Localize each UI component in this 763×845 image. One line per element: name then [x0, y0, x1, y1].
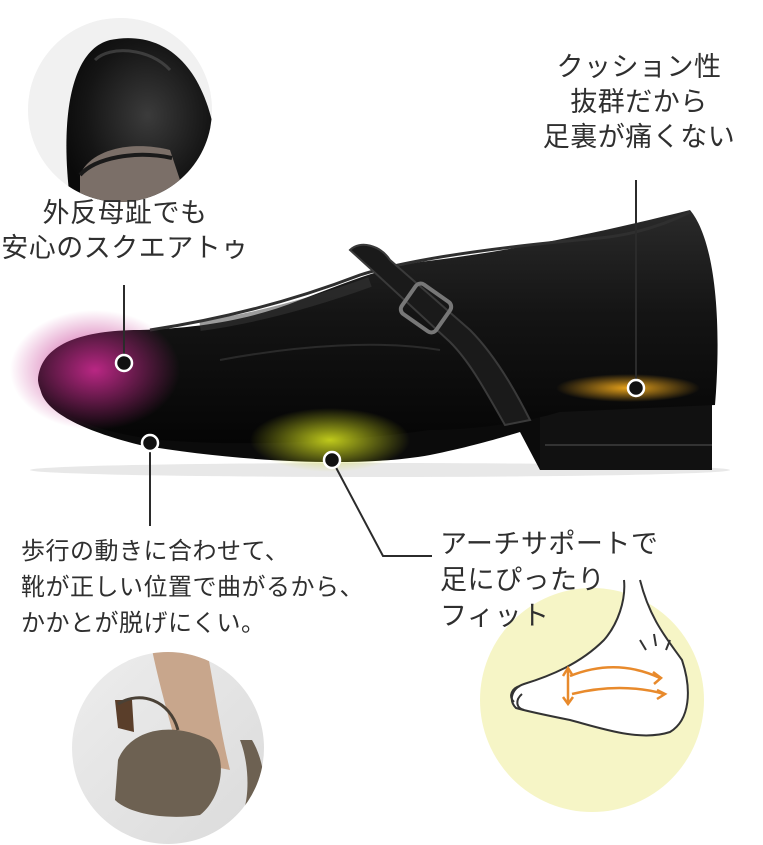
callout-line: 外反母趾でも: [42, 198, 208, 229]
callout-walking: 歩行の動きに合わせて、 靴が正しい位置で曲がるから、 かかとが脱げにくい。: [21, 533, 364, 641]
foot-arch-illustration: [480, 579, 704, 812]
callout-line: 歩行の動きに合わせて、: [21, 537, 290, 565]
callout-line: 靴が正しい位置で曲がるから、: [21, 573, 364, 601]
square-toe-closeup: [28, 18, 212, 202]
callout-dots: [114, 353, 646, 470]
callout-cushion: クッション性 抜群だから 足裏が痛くない: [524, 50, 754, 155]
callout-square-toe: 外反母趾でも 安心のスクエアトゥ: [0, 196, 250, 266]
callout-arch-support: アーチサポートで 足にぴったり フィット: [440, 527, 658, 635]
callout-line: クッション性: [556, 52, 722, 83]
callout-line: 安心のスクエアトゥ: [1, 233, 249, 264]
callout-lines: [123, 180, 637, 557]
heel-flex-photo: [72, 652, 264, 844]
callout-line: かかとが脱げにくい。: [21, 609, 266, 637]
main-shoe: [10, 210, 718, 472]
callout-line: 抜群だから: [570, 87, 708, 118]
callout-line: 足にぴったり: [440, 565, 605, 596]
callout-line: アーチサポートで: [440, 529, 659, 560]
callout-line: フィット: [440, 601, 550, 632]
callout-line: 足裏が痛くない: [542, 122, 736, 153]
